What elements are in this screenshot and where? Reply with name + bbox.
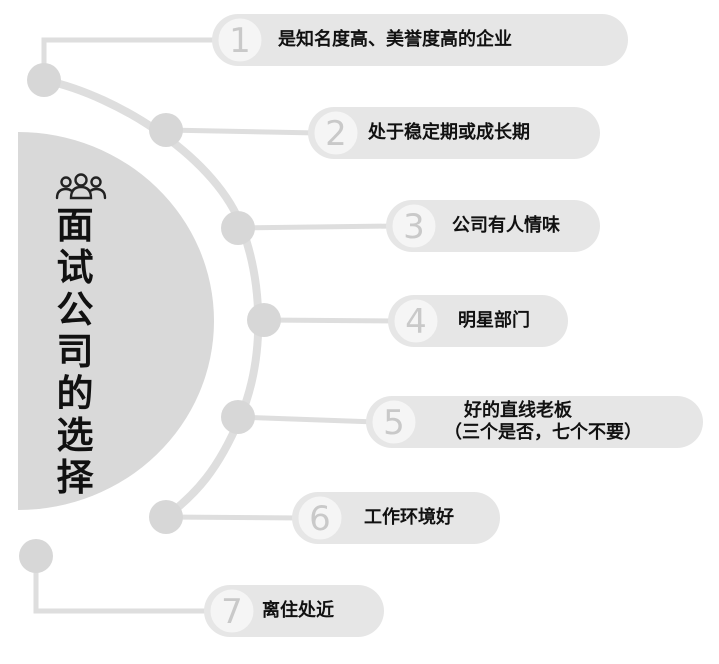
item-label-line: 离住处近 — [262, 599, 334, 621]
arc-dot-5 — [221, 400, 255, 434]
item-label-line: 处于稳定期或成长期 — [368, 121, 530, 143]
title-char: 面 — [56, 204, 94, 247]
title-char: 试 — [56, 246, 94, 289]
left-half-circle — [18, 132, 214, 510]
item-label-5: 好的直线老板（三个是否，七个不要） — [444, 396, 642, 448]
arc-dot-7 — [19, 539, 53, 573]
item-label-line: 明星部门 — [458, 309, 530, 331]
item-label-1: 是知名度高、美誉度高的企业 — [278, 14, 512, 66]
arc-dot-2 — [149, 113, 183, 147]
item-pill-3 — [386, 200, 600, 252]
item-number-1: 1 — [229, 21, 251, 61]
item-number-5: 5 — [383, 403, 405, 443]
item-number-7: 7 — [221, 592, 243, 632]
arc-dot-3 — [221, 211, 255, 245]
title-char: 择 — [56, 456, 94, 499]
people-group-icon — [55, 173, 107, 200]
item-label-2: 处于稳定期或成长期 — [368, 107, 530, 159]
item-label-line: 公司有人情味 — [452, 214, 560, 236]
item-label-3: 公司有人情味 — [452, 200, 560, 252]
number-circle-5 — [369, 397, 419, 447]
arc-dot-6 — [149, 500, 183, 534]
title-char: 司 — [56, 330, 94, 373]
bracket-line-bottom — [33, 556, 214, 614]
bracket-line-top — [41, 37, 220, 80]
number-circle-1 — [215, 15, 265, 65]
number-circle-6 — [295, 493, 345, 543]
item-label-line: （三个是否，七个不要） — [444, 422, 642, 443]
title-char: 选 — [56, 414, 94, 457]
title-char: 公 — [56, 288, 94, 331]
number-circle-4 — [391, 296, 441, 346]
item-number-6: 6 — [309, 499, 331, 539]
item-pill-6 — [292, 492, 500, 544]
item-label-4: 明星部门 — [458, 295, 530, 347]
connector-line-6 — [165, 514, 303, 521]
arc-dot-4 — [247, 303, 281, 337]
item-label-line: 工作环境好 — [364, 506, 454, 528]
number-circle-3 — [389, 201, 439, 251]
arc-dot-1 — [27, 63, 61, 97]
number-circle-7 — [207, 586, 257, 636]
item-label-7: 离住处近 — [262, 585, 334, 637]
connector-line-5 — [237, 414, 377, 425]
item-number-4: 4 — [405, 302, 427, 342]
item-pill-5 — [366, 396, 703, 448]
connector-line-3 — [237, 223, 397, 231]
item-label-line: 是知名度高、美誉度高的企业 — [278, 28, 512, 50]
connector-line-4 — [263, 317, 399, 324]
item-label-6: 工作环境好 — [364, 492, 454, 544]
item-pill-2 — [308, 107, 600, 159]
item-label-line: 好的直线老板 — [464, 399, 572, 421]
connector-arc — [40, 76, 263, 521]
title-vertical: 面试公司的选择 — [50, 205, 100, 499]
title-char: 的 — [56, 372, 94, 415]
item-number-2: 2 — [325, 114, 347, 154]
number-circle-2 — [311, 108, 361, 158]
item-pill-1 — [212, 14, 628, 66]
connector-line-2 — [165, 127, 319, 136]
item-number-3: 3 — [403, 207, 425, 247]
